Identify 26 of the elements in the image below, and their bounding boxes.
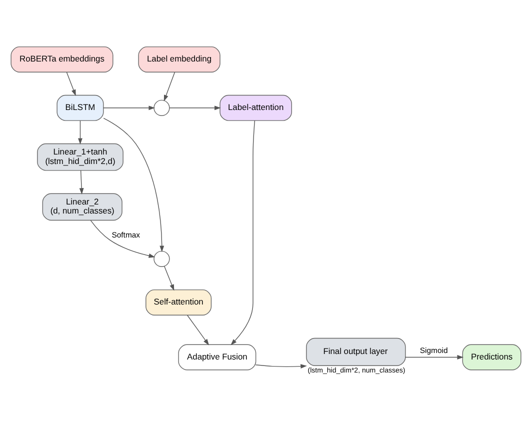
edge-label: Sigmoid bbox=[420, 346, 448, 355]
arrow bbox=[169, 106, 221, 110]
node-circle bbox=[154, 250, 170, 267]
node-box: Label-attention bbox=[220, 94, 292, 121]
node-box: Linear_1+tanh (lstm_hid_dim*2,d) bbox=[37, 143, 124, 171]
node-box: Adaptive Fusion bbox=[178, 344, 256, 370]
node-box: Label embedding bbox=[138, 46, 220, 72]
node-box: BiLSTM bbox=[56, 94, 104, 121]
edge-label: Softmax bbox=[112, 230, 140, 240]
arrow bbox=[78, 120, 82, 145]
arrow bbox=[164, 266, 174, 291]
arrow bbox=[79, 170, 84, 194]
node-box: Predictions bbox=[462, 344, 522, 370]
node-box: Self-attention bbox=[146, 289, 212, 316]
arrow bbox=[186, 314, 210, 346]
node-box: RoBERTa embeddings bbox=[10, 46, 114, 72]
arrow bbox=[404, 355, 464, 360]
arrow bbox=[66, 72, 76, 96]
node-circle bbox=[154, 100, 170, 116]
arrow bbox=[164, 72, 176, 102]
arrow bbox=[103, 118, 164, 252]
arrow bbox=[103, 106, 156, 110]
arrow bbox=[90, 220, 156, 258]
arrow bbox=[255, 364, 307, 369]
node-box: Linear_2 (d, num_classes) bbox=[42, 193, 122, 221]
arrow bbox=[230, 120, 256, 346]
